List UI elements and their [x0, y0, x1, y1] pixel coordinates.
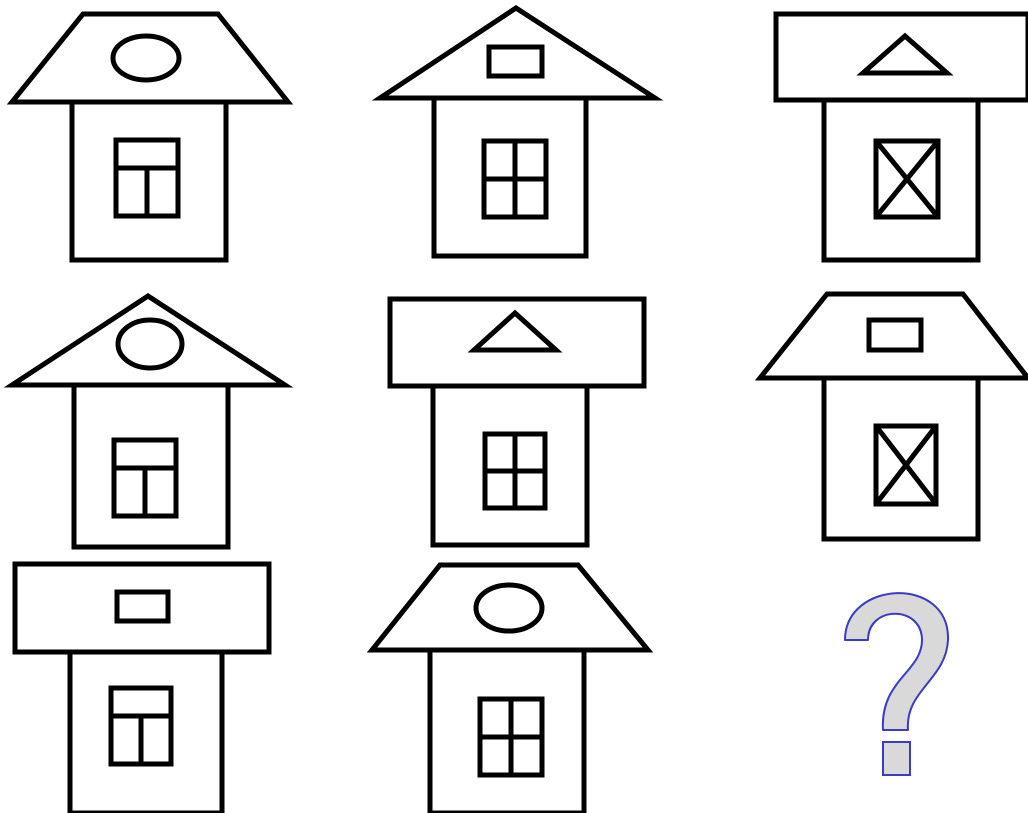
- roof-rectangle: [15, 564, 269, 652]
- roof-trapezoid: [12, 14, 288, 102]
- window-cross: [485, 434, 545, 508]
- window-t-split: [116, 140, 178, 216]
- house-body: [824, 100, 978, 260]
- roof-trapezoid: [760, 294, 1028, 378]
- window-t-split: [111, 688, 171, 764]
- roof-triangle: [380, 8, 655, 98]
- window-cross: [484, 141, 546, 217]
- house-r1c2: [380, 8, 655, 256]
- house-r2c3: [760, 294, 1028, 539]
- question-mark-icon: [845, 593, 948, 775]
- roof-triangle: [12, 296, 285, 385]
- house-r3c2: [372, 565, 648, 813]
- window-cross: [480, 699, 542, 775]
- house-r3c1: [15, 564, 269, 813]
- house-r2c2: [390, 299, 644, 545]
- roof-rectangle: [776, 14, 1028, 100]
- window-t-split: [114, 440, 176, 516]
- house-body: [433, 386, 587, 545]
- window-x-cross: [876, 141, 938, 217]
- house-r1c3: [776, 14, 1028, 260]
- house-body: [430, 650, 584, 813]
- house-body: [70, 652, 222, 813]
- roof-trapezoid: [372, 565, 648, 650]
- house-r1c1: [12, 14, 288, 260]
- window-x-cross: [876, 426, 936, 504]
- house-r2c1: [12, 296, 285, 547]
